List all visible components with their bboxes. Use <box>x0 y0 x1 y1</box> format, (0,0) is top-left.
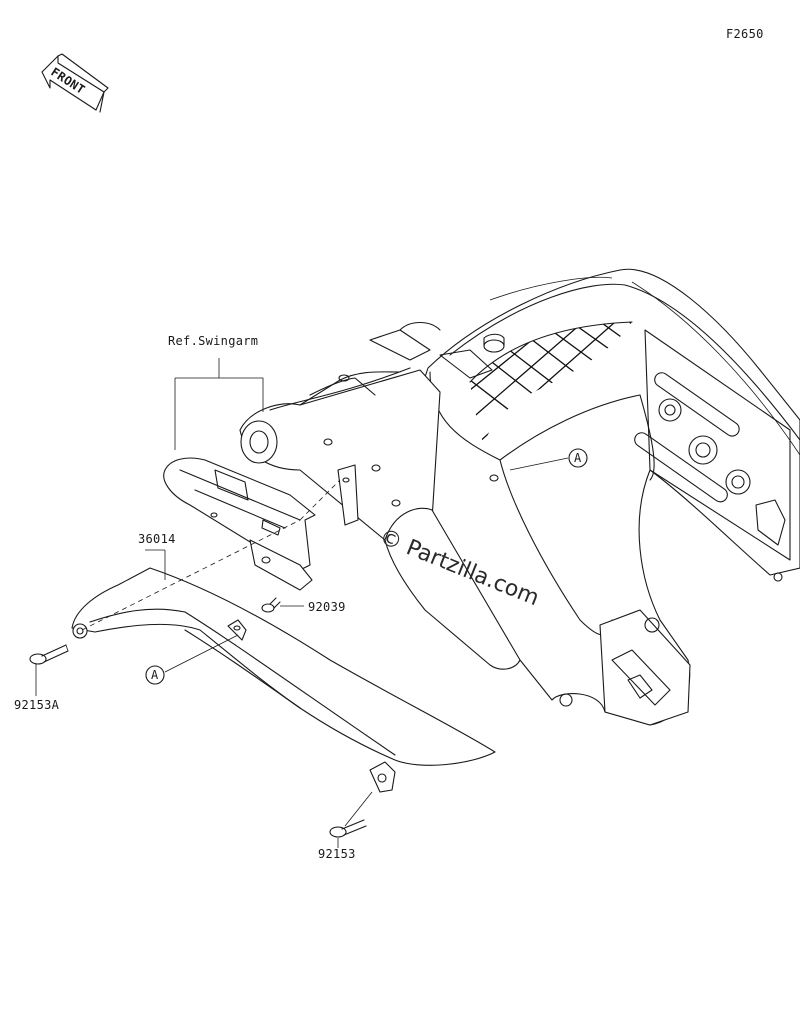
bolt-92153A-icon <box>29 644 69 665</box>
chain-guide <box>163 457 359 591</box>
svg-text:A: A <box>151 668 159 682</box>
bolt-92039-icon <box>261 597 281 613</box>
ref-bracket <box>174 377 264 450</box>
figure-code: F2650 <box>726 27 764 41</box>
view-marker-a-right: A <box>568 448 588 468</box>
svg-text:A: A <box>574 451 582 465</box>
view-marker-a-left: A <box>145 665 165 685</box>
front-arrow-icon: FRONT <box>41 53 109 113</box>
swingarm-outline <box>239 268 800 726</box>
bolt-92153-icon <box>329 819 367 838</box>
ref-swingarm-label: Ref.Swingarm <box>168 334 258 348</box>
callout-36014[interactable]: 36014 <box>138 532 176 546</box>
callout-92153A[interactable]: 92153A <box>14 698 60 712</box>
chain-cover-36014 <box>71 567 496 793</box>
callout-92153[interactable]: 92153 <box>318 847 356 861</box>
callout-92039[interactable]: 92039 <box>308 600 346 614</box>
